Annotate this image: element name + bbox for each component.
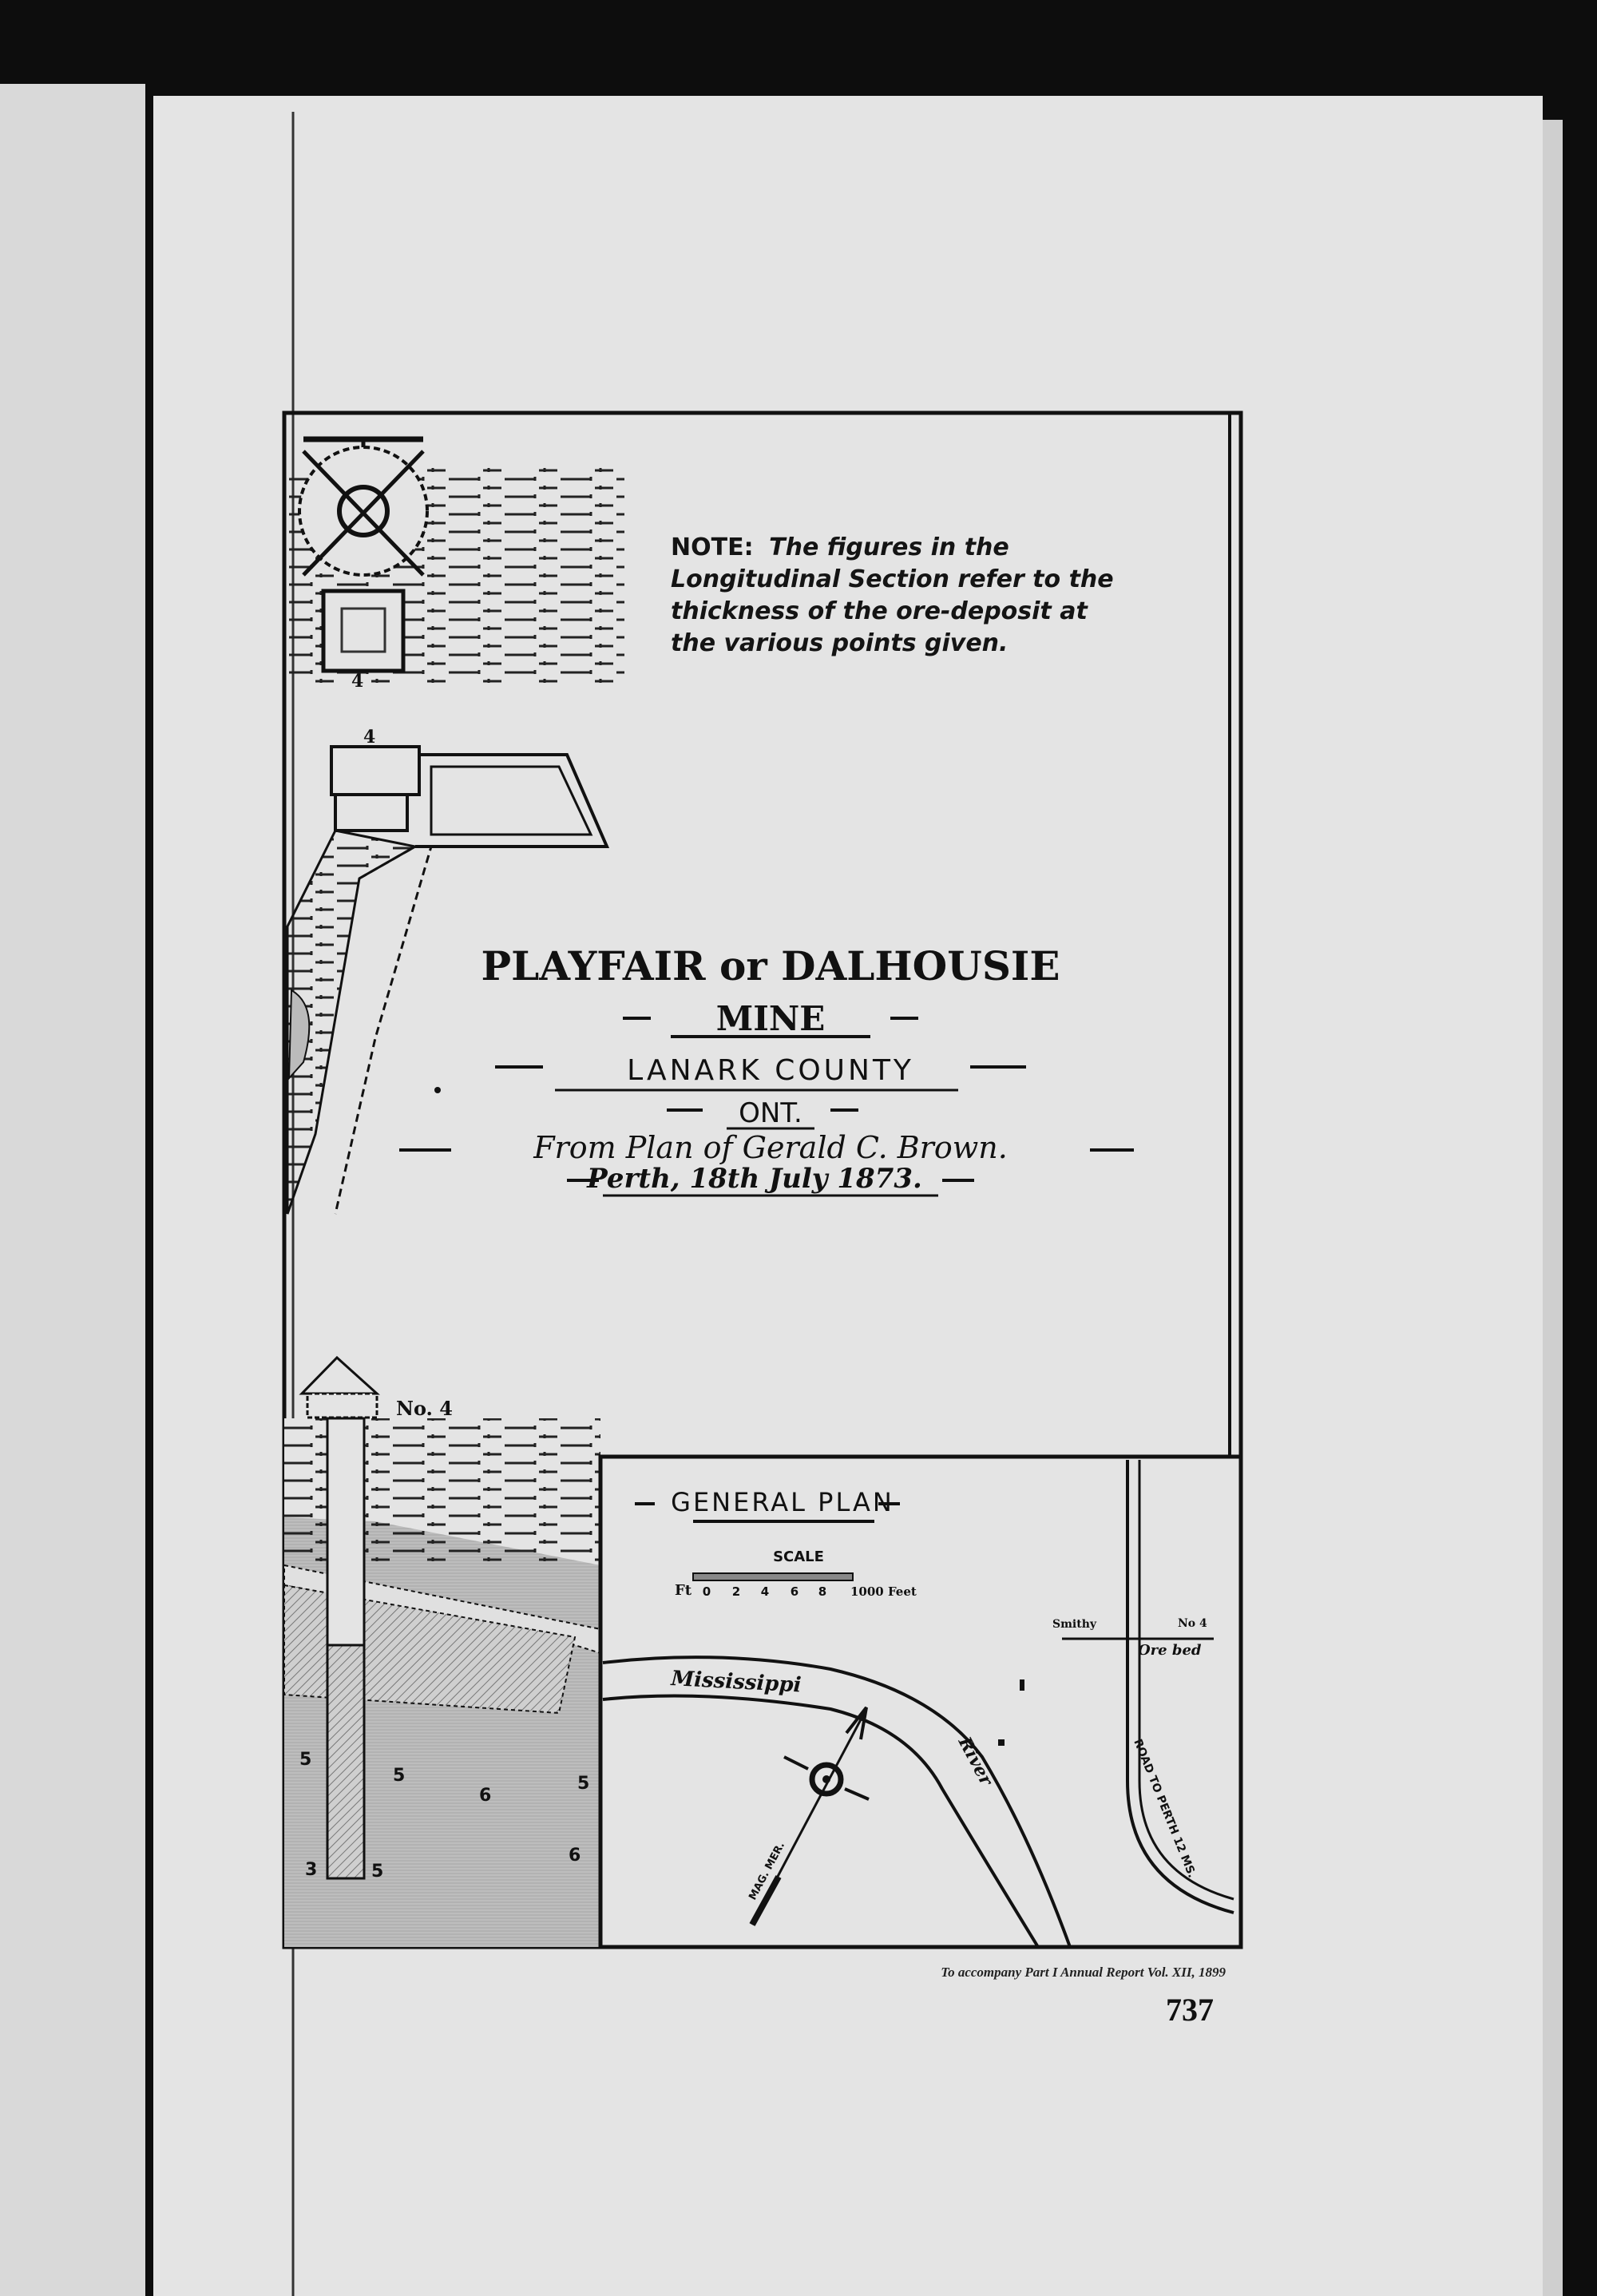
- province-label: ONT.: [739, 1097, 802, 1129]
- svg-text:NOTE: The figures in the: NOTE: The figures in the: [671, 533, 1009, 561]
- scale-end: 1000 Feet: [850, 1584, 917, 1599]
- scale-tick: 0: [703, 1584, 711, 1599]
- note-line: Longitudinal Section refer to the: [671, 565, 1114, 593]
- left-page-edge: [0, 84, 145, 2296]
- scale-tick: 6: [791, 1584, 798, 1599]
- page-number: 737: [1166, 1992, 1214, 2028]
- map-subtitle: MINE: [716, 999, 826, 1038]
- river-bank: [602, 1694, 1040, 1949]
- general-plan-inset: GENERAL PLAN SCALE Ft 0 2 4 6 8 1000 Fee…: [598, 1454, 1243, 1949]
- map-note: NOTE: The figures in the Longitudinal Se…: [671, 533, 1114, 657]
- scale-tick: 4: [761, 1584, 769, 1599]
- thickness-figure: 5: [577, 1774, 589, 1794]
- thickness-figure: 3: [305, 1860, 317, 1880]
- note-line: thickness of the ore-deposit at: [671, 597, 1088, 625]
- thickness-figure: 5: [371, 1862, 383, 1882]
- source-label: From Plan of Gerald C. Brown.: [533, 1130, 1008, 1165]
- map-title: PLAYFAIR or DALHOUSIE: [481, 942, 1060, 989]
- shaft-no4-label: No. 4: [396, 1397, 453, 1420]
- ore-bed-label: Ore bed: [1138, 1642, 1202, 1659]
- scale-tick: 8: [818, 1584, 826, 1599]
- smithy-label: Smithy: [1052, 1618, 1097, 1631]
- map-title-block: PLAYFAIR or DALHOUSIE MINE LANARK COUNTY…: [399, 942, 1134, 1197]
- road: [1126, 1460, 1234, 1914]
- county-label: LANARK COUNTY: [627, 1054, 914, 1087]
- date-label: Perth, 18th July 1873.: [586, 1163, 922, 1195]
- thickness-figure: 5: [393, 1766, 405, 1786]
- thickness-figure: 6: [479, 1786, 491, 1806]
- scale-label: SCALE: [773, 1549, 824, 1565]
- thickness-figure: 5: [299, 1750, 311, 1770]
- report-caption: To accompany Part I Annual Report Vol. X…: [941, 1965, 1226, 1980]
- surface-works-drawing: 4: [286, 727, 610, 1215]
- scale-unit: Ft: [675, 1582, 692, 1599]
- river-bank: [602, 1656, 1072, 1948]
- note-line: The figures in the: [769, 533, 1009, 561]
- general-plan-title: GENERAL PLAN: [671, 1487, 894, 1517]
- thickness-figure: 6: [569, 1846, 581, 1866]
- scale-tick: 2: [732, 1584, 740, 1599]
- right-page-edge: [1543, 120, 1563, 2296]
- shaft-label: 4: [351, 671, 363, 692]
- shaft-head-plan-drawing: 4: [289, 436, 624, 692]
- note-label: NOTE:: [671, 533, 754, 561]
- no4-label: No 4: [1178, 1617, 1207, 1630]
- shaft-label-2: 4: [363, 727, 375, 747]
- longitudinal-section-drawing: No. 4 5 5 6 5 3 5 6: [283, 1355, 601, 1947]
- scale-bar: [692, 1572, 854, 1581]
- note-line: the various points given.: [671, 629, 1008, 657]
